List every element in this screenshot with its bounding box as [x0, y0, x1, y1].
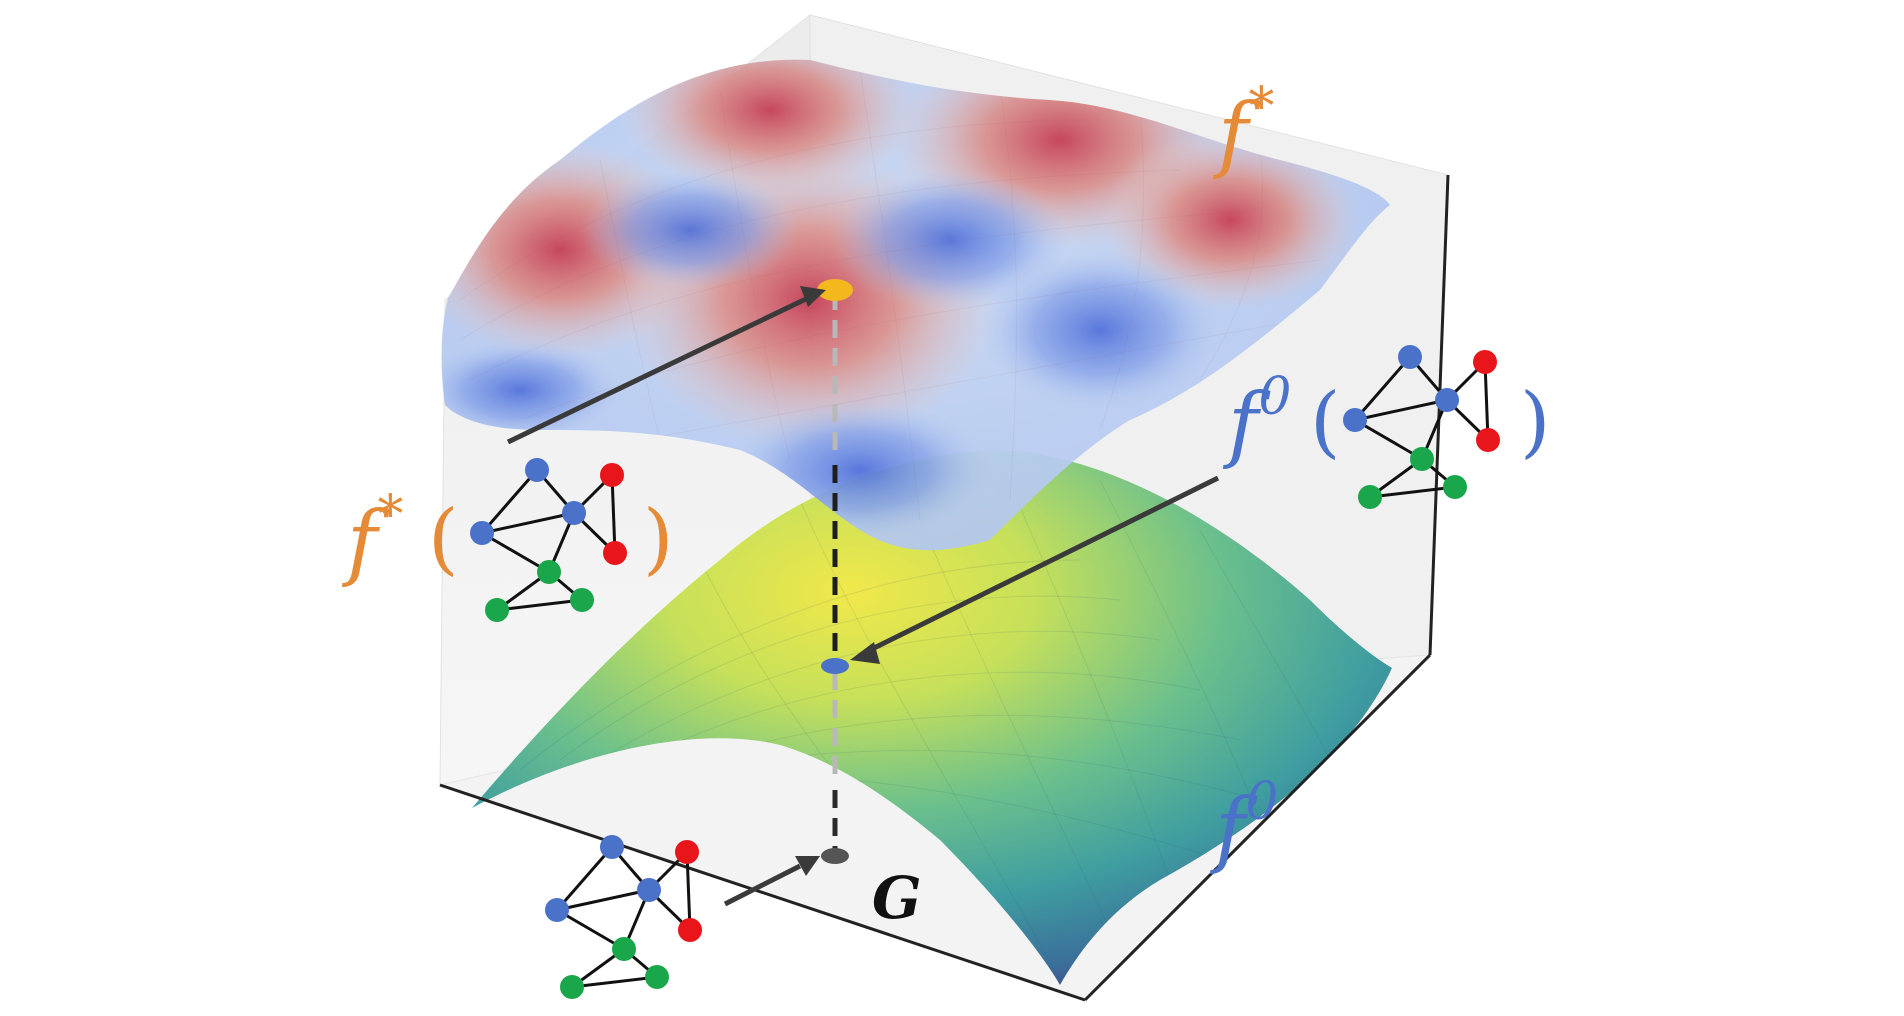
- graph-node-green: [570, 588, 594, 612]
- graph-node-green: [560, 975, 584, 999]
- graph-edge: [555, 846, 614, 911]
- graph-edge: [496, 598, 583, 612]
- graph-node-blue: [1435, 388, 1459, 412]
- graph-edge: [1354, 398, 1448, 422]
- graph-edge: [556, 908, 625, 951]
- surface-f-star: [441, 59, 1390, 551]
- f0-open-paren: (: [1310, 377, 1340, 467]
- graph-node-green: [612, 937, 636, 961]
- graph-node-green: [537, 560, 561, 584]
- graph-node-green: [1410, 447, 1434, 471]
- graph-edge: [480, 469, 539, 534]
- graph-node-red: [675, 840, 699, 864]
- axis-front-right: [1083, 653, 1432, 1002]
- axis-vertical-right: [1428, 174, 1450, 656]
- graph-node-green: [1443, 475, 1467, 499]
- f-star-close-paren: ): [643, 494, 673, 584]
- arrow-f0-to-point: [850, 475, 1220, 664]
- graph-icon-f-star: [470, 458, 627, 622]
- graph-edge: [1369, 485, 1456, 499]
- graph-node-green: [645, 965, 669, 989]
- graph-edge: [610, 474, 617, 554]
- axis-front-left: [439, 783, 1086, 1002]
- arrow-f-star-to-point: [506, 286, 826, 445]
- graph-input-point: [821, 848, 849, 864]
- f-star-open-paren: (: [428, 494, 458, 584]
- graph-node-blue: [525, 458, 549, 482]
- graph-node-green: [485, 598, 509, 622]
- graph-edge: [685, 851, 692, 931]
- surface-label-f0: f0: [1209, 772, 1278, 877]
- f0-value-point: [821, 658, 849, 674]
- graph-edge: [481, 511, 575, 535]
- graph-node-red: [1476, 428, 1500, 452]
- graph-node-red: [678, 918, 702, 942]
- f-star-value-point: [817, 279, 853, 301]
- graph-edge: [556, 888, 650, 912]
- graph-input-label: G: [872, 864, 922, 932]
- graph-edge: [481, 531, 550, 574]
- graph-node-blue: [545, 898, 569, 922]
- graph-icon-f0: [1343, 345, 1500, 509]
- graph-node-green: [1358, 485, 1382, 509]
- graph-node-red: [600, 463, 624, 487]
- f0-close-paren: ): [1520, 377, 1550, 467]
- arrow-graph-to-g: [723, 856, 820, 907]
- graph-node-blue: [470, 521, 494, 545]
- graph-node-blue: [1343, 408, 1367, 432]
- graph-node-red: [1473, 350, 1497, 374]
- graph-edge: [1353, 356, 1412, 421]
- graph-edge: [1483, 361, 1490, 441]
- graph-icon-input: [545, 835, 702, 999]
- graph-node-blue: [600, 835, 624, 859]
- graph-node-red: [603, 541, 627, 565]
- f-star-of-graph-label: f*: [341, 485, 403, 590]
- graph-edge: [571, 975, 658, 989]
- graph-node-blue: [1398, 345, 1422, 369]
- graph-node-blue: [637, 878, 661, 902]
- graph-node-blue: [562, 501, 586, 525]
- graph-edge: [1354, 418, 1423, 461]
